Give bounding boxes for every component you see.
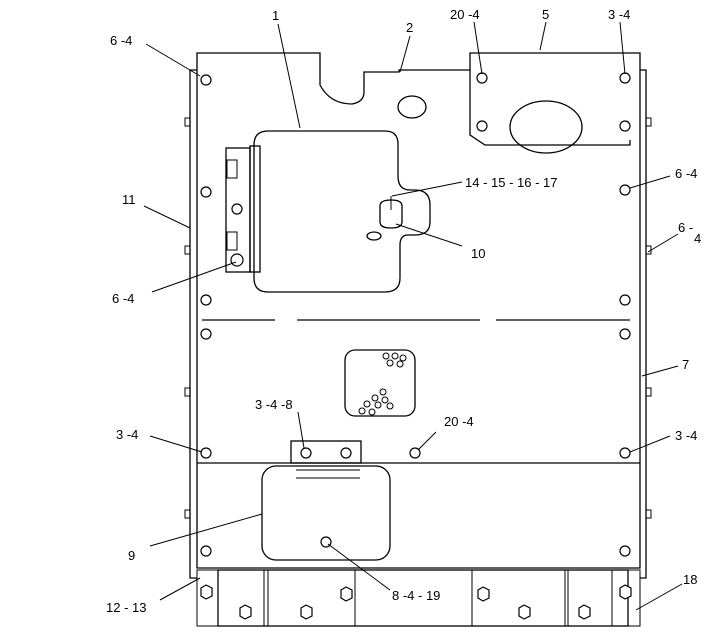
callout-6-4-rightedge: 6 - <box>678 220 693 235</box>
flange-studs <box>184 117 652 519</box>
callout-5: 5 <box>542 7 549 22</box>
bracket-3-4-8 <box>290 440 362 464</box>
callout-7: 7 <box>682 357 689 372</box>
left-side-flange <box>189 69 197 579</box>
cover-plate-1 <box>253 130 431 293</box>
bolt-caps <box>200 72 631 557</box>
right-side-flange <box>640 69 647 579</box>
callout-11: 11 <box>122 192 136 207</box>
vent-panel <box>344 349 416 417</box>
hex-bolts <box>200 584 632 620</box>
callout-12-13: 12 - 13 <box>106 600 146 615</box>
rail-end-right <box>611 569 641 627</box>
callout-18: 18 <box>683 572 697 587</box>
callout-3-4-right: 3 -4 <box>675 428 697 443</box>
callout-3-4-8: 3 -4 -8 <box>255 397 293 412</box>
panel-outline <box>196 52 641 569</box>
rail-end-left <box>196 569 219 627</box>
callout-20-4-mid: 20 -4 <box>444 414 474 429</box>
callout-6-4-topleft: 6 -4 <box>110 33 132 48</box>
cover-hole <box>366 231 382 241</box>
bracket-5 <box>469 70 631 146</box>
callout-1: 1 <box>272 8 279 23</box>
callout-14-15-16-17: 14 - 15 - 16 - 17 <box>465 175 558 190</box>
callout-2: 2 <box>406 20 413 35</box>
cover-knob <box>379 199 403 229</box>
round-cover <box>509 100 583 154</box>
callout-9: 9 <box>128 548 135 563</box>
vent-holes <box>358 352 407 416</box>
hinge-tab <box>226 231 238 251</box>
callout-10: 10 <box>471 246 485 261</box>
callout-6-4-rightedge-b: 4 <box>694 231 701 246</box>
callout-6-4-right: 6 -4 <box>675 166 697 181</box>
callout-6-4-left: 6 -4 <box>112 291 134 306</box>
callout-20-4-top: 20 -4 <box>450 7 480 22</box>
hinge-strip-inner <box>249 145 261 273</box>
hinge-tab <box>226 159 238 179</box>
top-oval-hole <box>397 95 427 119</box>
callout-3-4-topright: 3 -4 <box>608 7 630 22</box>
callout-8-4-19: 8 -4 - 19 <box>392 588 440 603</box>
leader-lines <box>143 21 683 611</box>
callout-3-4-left: 3 -4 <box>116 427 138 442</box>
lower-cover-9 <box>261 465 391 561</box>
